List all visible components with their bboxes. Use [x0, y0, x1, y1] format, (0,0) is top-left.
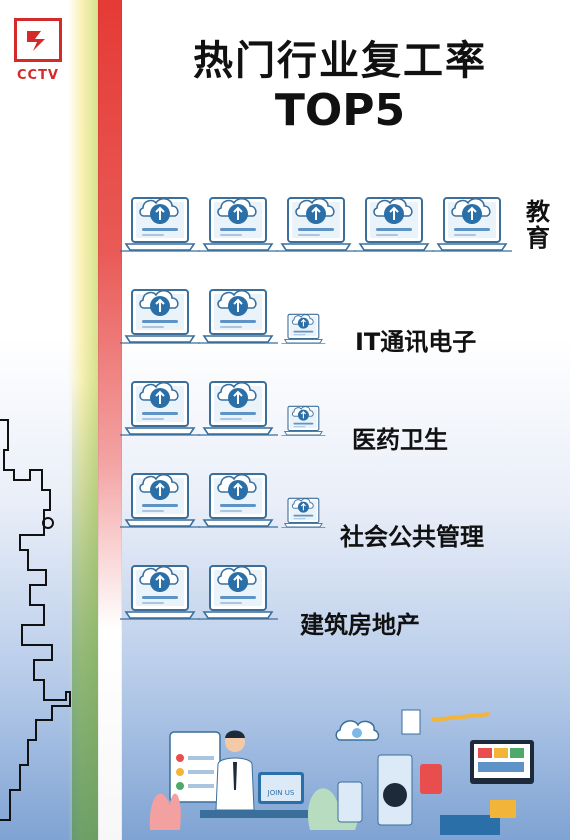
chart-title-line2: TOP5: [274, 85, 406, 136]
laptop-cloud-upload-icon: [275, 197, 357, 252]
category-label: 医药卫生: [352, 426, 448, 454]
laptop-cloud-upload-icon: [119, 565, 201, 620]
laptop-cloud-upload-icon: [197, 381, 279, 436]
laptop-cloud-upload-icon: [431, 197, 513, 252]
laptop-cloud-upload-icon: [119, 473, 201, 528]
category-label-char: 育: [526, 224, 550, 252]
chart-bar-1: [119, 197, 513, 252]
cctv-logo-mark: [14, 18, 62, 62]
category-label: 社会公共管理: [340, 523, 484, 551]
chart-bar-2: [119, 289, 326, 344]
cctv-logo: CCTV: [14, 18, 66, 90]
cctv-logo-text: CCTV: [16, 68, 59, 83]
laptop-cloud-upload-icon: [197, 197, 279, 252]
laptop-cloud-upload-icon: [119, 197, 201, 252]
thermometer-bar: [98, 0, 122, 840]
category-label: 建筑房地产: [300, 611, 420, 639]
category-label: IT通讯电子: [355, 328, 476, 356]
chart-title-line1: 热门行业复工率: [193, 38, 487, 84]
laptop-cloud-upload-icon: [280, 405, 326, 436]
skyline-decoration: [0, 419, 71, 821]
chart-bar-4: [119, 473, 326, 529]
chart-bar-5: [119, 565, 279, 620]
office-illustration: JOIN US: [149, 709, 534, 835]
category-label-char: 教: [526, 198, 551, 226]
laptop-cloud-upload-icon: [280, 313, 326, 344]
laptop-cloud-upload-icon: [119, 289, 201, 344]
chart-bar-3: [119, 381, 326, 436]
laptop-cloud-upload-icon: [197, 289, 279, 344]
laptop-cloud-upload-icon: [197, 473, 279, 528]
laptop-cloud-upload-icon: [119, 381, 201, 436]
join-us-text: JOIN US: [267, 789, 295, 797]
chart-title: 热门行业复工率 TOP5: [140, 36, 540, 136]
laptop-cloud-upload-icon: [197, 565, 279, 620]
laptop-cloud-upload-icon: [353, 197, 435, 252]
laptop-cloud-upload-icon: [280, 497, 326, 529]
decorative-band-green: [72, 380, 98, 840]
